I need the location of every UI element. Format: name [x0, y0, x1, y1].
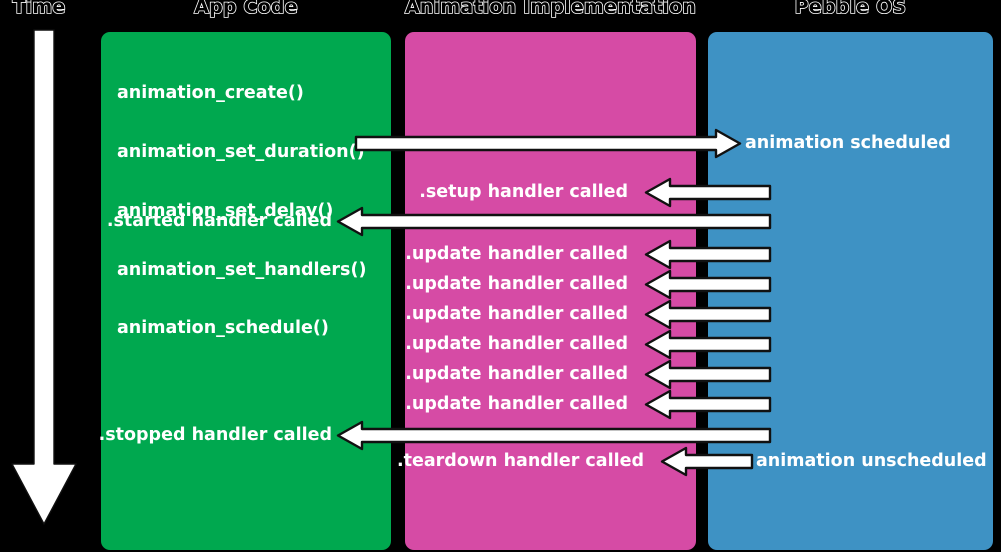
event-label-update-handler: .update handler called — [405, 244, 628, 264]
time-arrow-icon — [11, 29, 77, 525]
event-label-update-handler: .update handler called — [405, 304, 628, 324]
event-label-teardown-handler: .teardown handler called — [396, 451, 644, 471]
code-line: animation_set_delay() — [117, 200, 334, 221]
event-label-setup-handler: .setup handler called — [419, 182, 628, 202]
column-header-pebble-os: Pebble OS — [794, 0, 907, 19]
code-line: animation_schedule() — [117, 318, 329, 339]
lane-app-code — [101, 32, 391, 550]
event-label-animation-unscheduled: animation unscheduled — [756, 451, 987, 471]
code-line: animation_create() — [117, 83, 304, 104]
event-label-update-handler: .update handler called — [405, 364, 628, 384]
code-line: animation_set_handlers() — [117, 259, 367, 280]
event-label-animation-scheduled: animation scheduled — [745, 133, 951, 153]
code-line: animation_set_duration() — [117, 141, 365, 162]
event-label-update-handler: .update handler called — [405, 274, 628, 294]
app-code-call-list: animation_create() animation_set_duratio… — [117, 45, 366, 378]
column-header-time: Time — [12, 0, 66, 19]
event-label-stopped-handler: .stopped handler called — [98, 425, 332, 445]
event-label-update-handler: .update handler called — [405, 394, 628, 414]
event-label-started-handler: .started handler called — [106, 211, 332, 231]
event-label-update-handler: .update handler called — [405, 334, 628, 354]
column-header-app-code: App Code — [193, 0, 298, 19]
column-header-animation-implementation: Animation Implementation — [404, 0, 697, 19]
lane-pebble-os — [708, 32, 993, 550]
